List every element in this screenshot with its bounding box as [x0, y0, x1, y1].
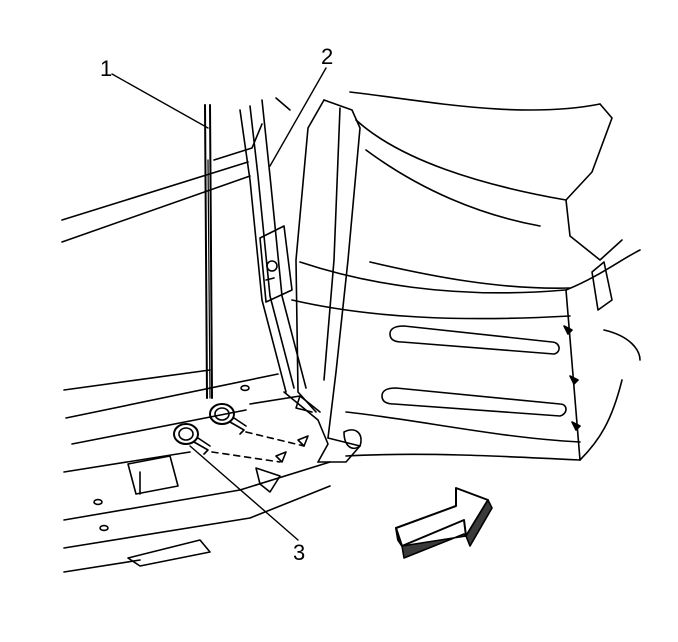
callout-label-1: 1	[100, 56, 113, 81]
callout-label-3: 3	[293, 540, 306, 565]
rocker-panel-upper	[62, 124, 278, 444]
door-seal-component	[205, 105, 212, 398]
fasteners	[174, 404, 304, 462]
callout-label-2: 2	[321, 44, 334, 69]
wheelhouse-panel	[292, 92, 640, 460]
leader-lines	[112, 68, 326, 540]
bolt-lower	[174, 424, 210, 454]
lower-sill-bracket	[64, 386, 361, 572]
front-direction-arrow-icon	[396, 488, 492, 558]
bolt-upper	[210, 404, 246, 434]
pillar-panel	[240, 98, 360, 438]
